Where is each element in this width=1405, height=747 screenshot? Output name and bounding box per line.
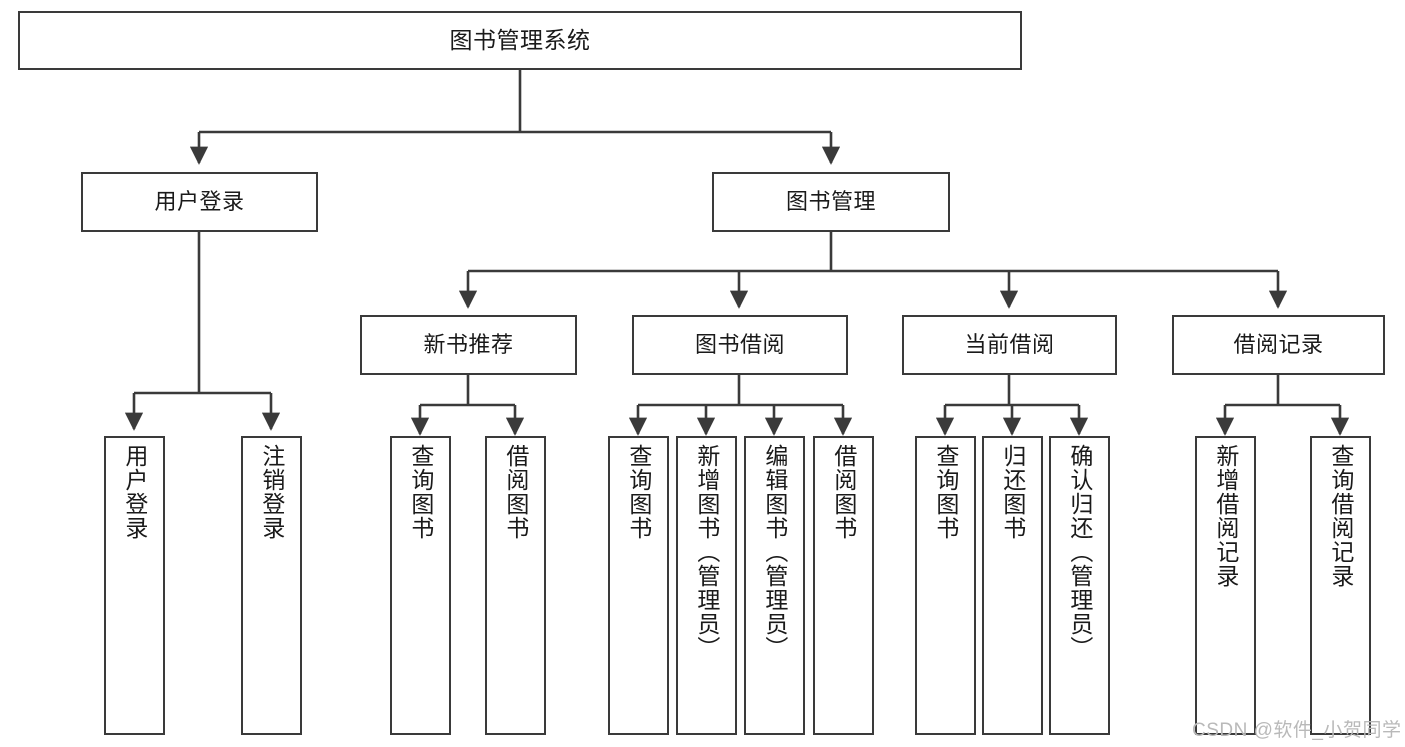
leaf-confirm-return-admin[interactable]: 确认归还（管理员） <box>1049 436 1110 735</box>
node-label: 图书管理系统 <box>449 26 591 53</box>
leaf-add-book-admin[interactable]: 新增图书（管理员） <box>676 436 737 735</box>
node-book-management[interactable]: 图书管理 <box>712 172 950 232</box>
leaf-edit-book-admin[interactable]: 编辑图书（管理员） <box>744 436 805 735</box>
node-label: 借阅图书 <box>830 444 857 540</box>
node-label: 新增图书（管理员） <box>693 444 720 660</box>
node-label: 图书管理 <box>785 189 876 215</box>
node-label: 当前借阅 <box>964 332 1055 358</box>
node-label: 查询借阅记录 <box>1327 444 1354 588</box>
leaf-return-book[interactable]: 归还图书 <box>982 436 1043 735</box>
node-label: 注销登录 <box>258 444 285 540</box>
watermark-csdn: CSDN @软件_小贺同学 <box>1192 720 1402 741</box>
node-label: 查询图书 <box>625 444 652 540</box>
leaf-query-book-borrow[interactable]: 查询图书 <box>608 436 669 735</box>
leaf-borrow-book-recommend[interactable]: 借阅图书 <box>485 436 546 735</box>
node-borrowing-record[interactable]: 借阅记录 <box>1172 315 1385 375</box>
node-label: 图书借阅 <box>694 332 785 358</box>
node-label: 新书推荐 <box>423 332 514 358</box>
node-current-borrowing[interactable]: 当前借阅 <box>902 315 1117 375</box>
node-label: 用户登录 <box>154 189 245 215</box>
node-label: 归还图书 <box>999 444 1026 540</box>
node-new-book-recommendation[interactable]: 新书推荐 <box>360 315 577 375</box>
leaf-user-login[interactable]: 用户登录 <box>104 436 165 735</box>
node-label: 查询图书 <box>407 444 434 540</box>
leaf-add-borrow-record[interactable]: 新增借阅记录 <box>1195 436 1256 735</box>
node-label: 确认归还（管理员） <box>1066 444 1093 660</box>
leaf-query-book-current[interactable]: 查询图书 <box>915 436 976 735</box>
leaf-user-logout[interactable]: 注销登录 <box>241 436 302 735</box>
node-label: 借阅记录 <box>1233 332 1324 358</box>
node-label: 新增借阅记录 <box>1212 444 1239 588</box>
node-label: 用户登录 <box>121 444 148 540</box>
node-label: 查询图书 <box>932 444 959 540</box>
node-root-book-management-system[interactable]: 图书管理系统 <box>18 11 1022 70</box>
node-label: 借阅图书 <box>502 444 529 540</box>
leaf-query-borrow-record[interactable]: 查询借阅记录 <box>1310 436 1371 735</box>
node-label: 编辑图书（管理员） <box>761 444 788 660</box>
leaf-query-book-recommend[interactable]: 查询图书 <box>390 436 451 735</box>
node-book-borrowing[interactable]: 图书借阅 <box>632 315 848 375</box>
leaf-borrow-book[interactable]: 借阅图书 <box>813 436 874 735</box>
node-user-login[interactable]: 用户登录 <box>81 172 318 232</box>
